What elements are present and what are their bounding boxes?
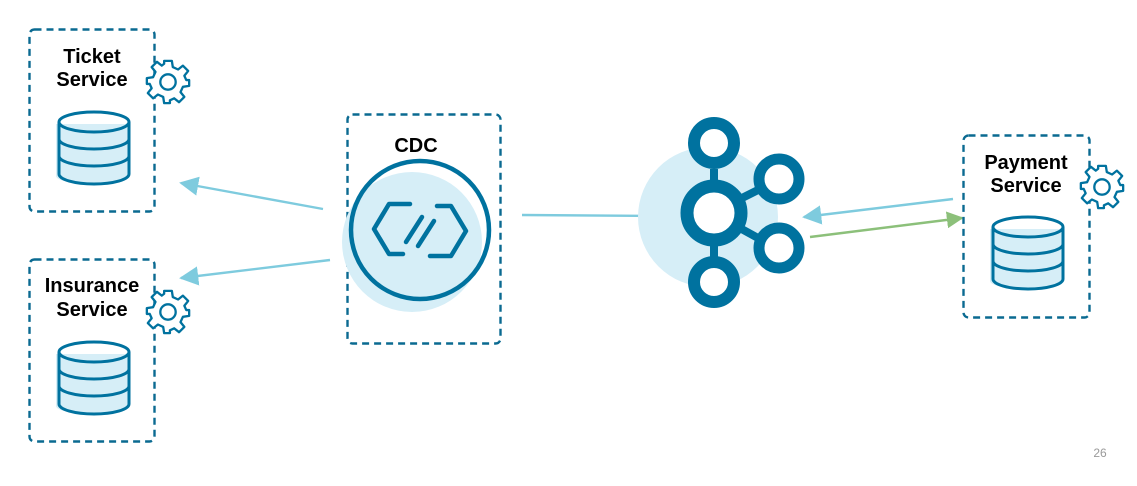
arrow-cdc-to-broker [521,206,663,226]
gear-icon [145,59,191,105]
database-icon [54,340,131,416]
insurance-service-title-line1: Insurance [45,275,139,297]
payment-service-box: Payment Service [962,134,1125,319]
payment-service-title-line2: Service [990,175,1061,197]
database-icon [988,215,1065,291]
arrow-broker-to-payment [809,211,964,239]
insurance-service-box: Insurance Service [28,258,191,443]
gear-icon [1079,164,1125,210]
kafka-broker-icon [638,117,805,308]
cdc-connector-icon [342,158,492,312]
page-number: 26 [1093,446,1107,460]
payment-service-title-line1: Payment [984,152,1068,174]
ticket-service-box: Ticket Service [28,28,191,213]
ticket-service-title-line2: Service [56,69,127,91]
ticket-service-title-line1: Ticket [63,46,121,68]
arrow-cdc-to-ticket [179,176,324,211]
gear-icon [145,289,191,335]
arrow-payment-to-broker [802,197,954,225]
database-icon [54,110,131,186]
cdc-title: CDC [394,135,437,157]
insurance-service-title-line2: Service [56,299,127,321]
arrow-cdc-to-insurance [179,258,331,286]
cdc-box: CDC [342,113,502,345]
